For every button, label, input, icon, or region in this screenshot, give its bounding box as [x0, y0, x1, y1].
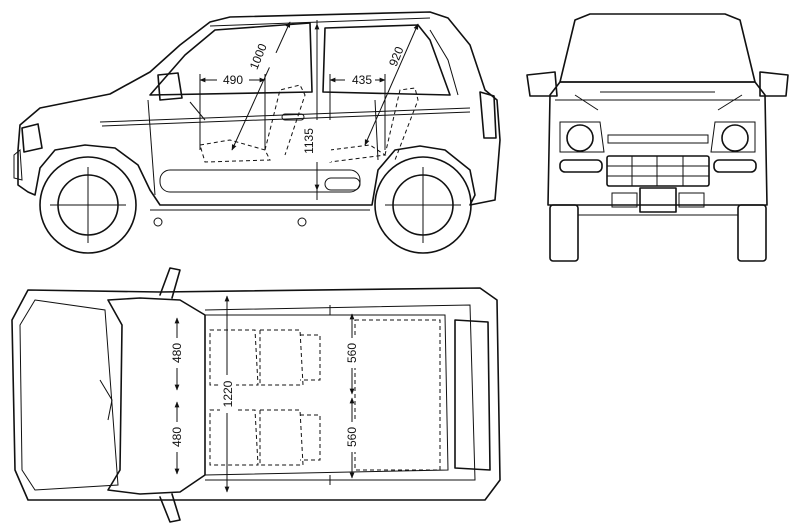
interior-width-label: 1220	[221, 380, 235, 407]
front-legroom-label: 490	[223, 73, 243, 87]
rear-right-width-dimension: 560	[345, 397, 361, 479]
front-right-width-label: 480	[170, 427, 184, 447]
interior-height-dimension: 1135	[302, 23, 331, 191]
rear-headroom-dimension: 920	[364, 23, 419, 146]
interior-width-dimension: 1220	[220, 295, 236, 493]
side-view: 490 1000 435 920 1135	[13, 11, 501, 254]
front-headroom-dimension: 1000	[231, 21, 291, 151]
rear-headroom-label: 920	[386, 44, 407, 68]
front-legroom-dimension: 490	[199, 72, 266, 150]
front-right-width-dimension: 480	[170, 401, 186, 475]
front-view	[526, 13, 789, 262]
front-left-width-label: 480	[170, 343, 184, 363]
interior-height-label: 1135	[302, 128, 316, 154]
top-view: 480 480 1220 560 560	[11, 267, 501, 523]
rear-left-width-label: 560	[345, 343, 359, 363]
rear-left-width-dimension: 560	[345, 313, 361, 395]
front-left-width-dimension: 480	[170, 317, 186, 391]
rear-right-width-label: 560	[345, 427, 359, 447]
rear-legroom-label: 435	[352, 73, 372, 87]
